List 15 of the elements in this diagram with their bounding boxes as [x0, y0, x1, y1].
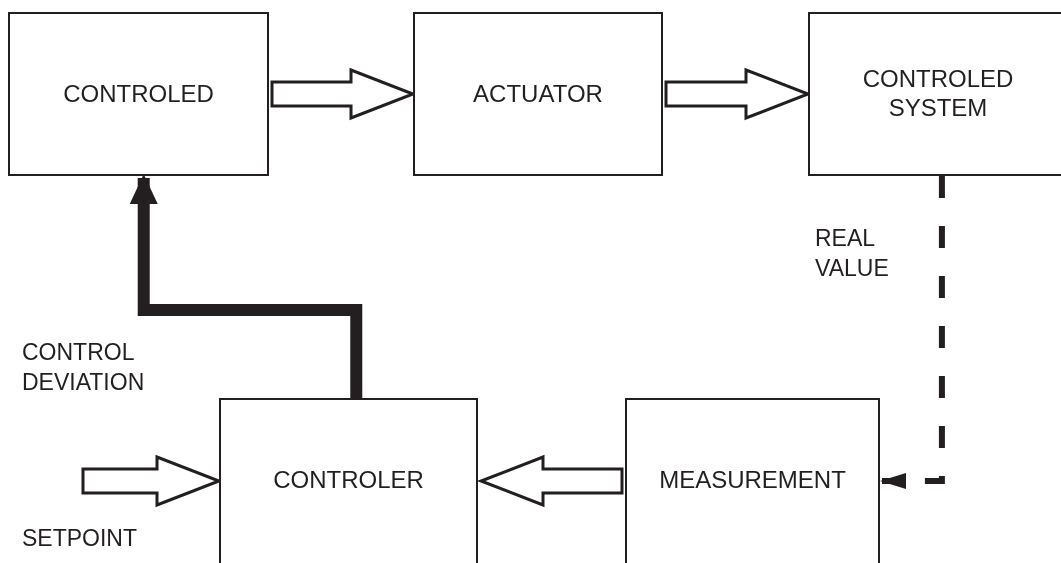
box-label: CONTROLED SYSTEM [861, 65, 1015, 123]
edge-label: SETPOINT [22, 524, 138, 553]
process-box [413, 12, 663, 176]
box-label: CONTROLER [272, 465, 425, 495]
arrow [129, 174, 363, 398]
process-box [625, 398, 880, 563]
box-label: MEASUREMENT [658, 465, 847, 495]
block-arrow [476, 454, 624, 508]
edge-label: CONTROL DEVIATION [22, 338, 146, 397]
box-label: CONTROLED [62, 79, 215, 109]
box-label: ACTUATOR [472, 79, 604, 109]
process-box [219, 398, 478, 563]
process-box [8, 12, 269, 176]
edge-label: REAL VALUE [815, 224, 890, 283]
process-box [808, 12, 1061, 176]
